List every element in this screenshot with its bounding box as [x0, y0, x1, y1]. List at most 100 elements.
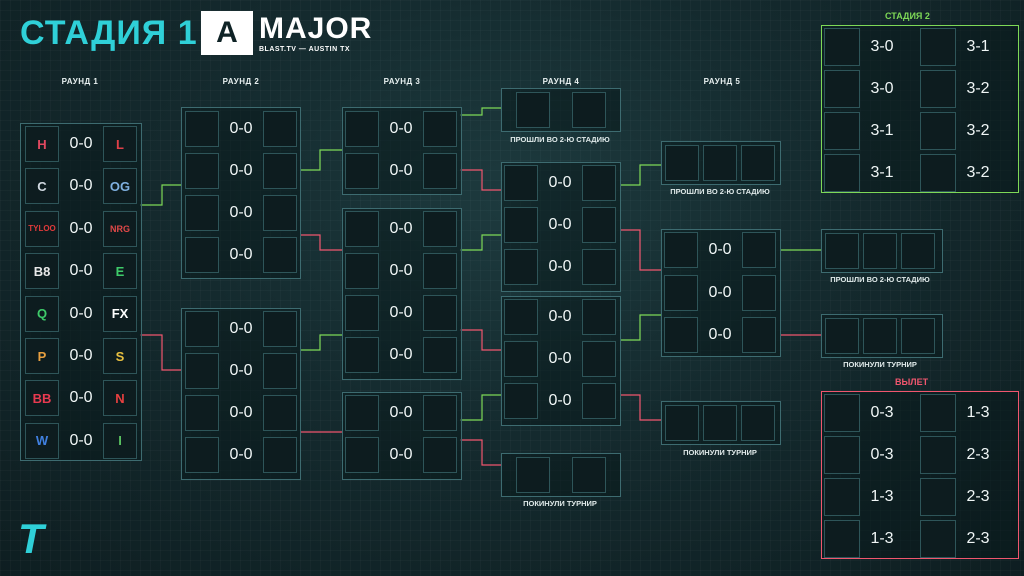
team-slot	[920, 154, 956, 192]
match-score: 0-0	[548, 350, 572, 367]
team-logo-icon: NRG	[110, 223, 130, 234]
stage-2-title: СТАДИЯ 2	[885, 11, 930, 21]
team-slot	[263, 111, 297, 147]
eliminated-team-slot	[516, 457, 550, 493]
team-logo-icon: Q	[36, 306, 48, 322]
page-title: СТАДИЯ 1	[20, 14, 198, 52]
round-4-match[interactable]: 0-0	[504, 249, 616, 285]
team-slot	[345, 437, 379, 473]
team-slot: TYLOO	[25, 210, 59, 247]
record-score: 3-0	[870, 38, 894, 55]
round-3-match[interactable]: 0-0	[345, 395, 457, 431]
round-2-match[interactable]: 0-0	[185, 195, 297, 231]
match-score: 0-0	[229, 162, 253, 179]
stage-2-cell: 3-1	[920, 28, 1000, 66]
connector-win	[140, 184, 182, 206]
round-4-match[interactable]: 0-0	[504, 341, 616, 377]
round-2-match[interactable]: 0-0	[185, 311, 297, 347]
round-2-match[interactable]: 0-0	[185, 353, 297, 389]
team-slot: OG	[103, 168, 137, 205]
team-slot	[582, 207, 616, 243]
round-1-match[interactable]: TYLOO 0-0 NRG	[25, 210, 137, 247]
round-4-match[interactable]: 0-0	[504, 299, 616, 335]
team-slot	[742, 275, 776, 311]
round-4-match[interactable]: 0-0	[504, 383, 616, 419]
team-slot: L	[103, 126, 137, 162]
round-2-match[interactable]: 0-0	[185, 395, 297, 431]
team-slot	[263, 437, 297, 473]
team-slot: S	[103, 338, 137, 374]
team-slot	[582, 299, 616, 335]
team-slot	[504, 165, 538, 201]
record-score: 3-2	[966, 80, 990, 97]
team-logo-icon: L	[116, 136, 124, 152]
eliminated-team-slot	[901, 318, 935, 354]
team-slot	[582, 249, 616, 285]
team-slot	[423, 211, 457, 247]
match-score: 0-0	[229, 362, 253, 379]
round-3-match[interactable]: 0-0	[345, 153, 457, 189]
record-score: 3-1	[870, 122, 894, 139]
team-slot: H	[25, 126, 59, 162]
eliminated-cell: 2-3	[920, 478, 1000, 516]
round-3-match[interactable]: 0-0	[345, 337, 457, 373]
advanced-team-slot	[901, 233, 935, 269]
team-logo-icon: W	[35, 433, 49, 449]
team-slot	[423, 395, 457, 431]
advanced-team-slot	[741, 145, 775, 181]
round-3-match[interactable]: 0-0	[345, 253, 457, 289]
round-4-match[interactable]: 0-0	[504, 165, 616, 201]
team-slot	[185, 237, 219, 273]
advanced-team-slot	[863, 233, 897, 269]
match-score: 0-0	[69, 347, 93, 364]
match-score: 0-0	[229, 446, 253, 463]
eliminated-team-slot	[665, 405, 699, 441]
round-2-match[interactable]: 0-0	[185, 237, 297, 273]
stage-2-cell: 3-2	[920, 70, 1000, 108]
record-score: 3-2	[966, 122, 990, 139]
round-4-match[interactable]: 0-0	[504, 207, 616, 243]
team-slot	[263, 237, 297, 273]
team-slot	[263, 195, 297, 231]
stage-2-cell: 3-1	[824, 112, 904, 150]
record-score: 1-3	[870, 530, 894, 547]
round-5-match[interactable]: 0-0	[664, 317, 776, 353]
eliminated-cell: 2-3	[920, 520, 1000, 558]
advanced-team-slot	[572, 92, 606, 128]
round-3-match[interactable]: 0-0	[345, 437, 457, 473]
round-2-match[interactable]: 0-0	[185, 153, 297, 189]
eliminated-cell: 0-3	[824, 436, 904, 474]
record-score: 0-3	[870, 404, 894, 421]
connector-loss	[460, 329, 502, 351]
round-1-label: РАУНД 1	[61, 77, 99, 86]
match-score: 0-0	[389, 220, 413, 237]
round-3-match[interactable]: 0-0	[345, 211, 457, 247]
round-3-match[interactable]: 0-0	[345, 111, 457, 147]
team-slot	[345, 211, 379, 247]
team-slot	[185, 195, 219, 231]
round-5-match[interactable]: 0-0	[664, 232, 776, 268]
match-score: 0-0	[69, 219, 93, 237]
round-3-match[interactable]: 0-0	[345, 295, 457, 331]
team-slot	[742, 232, 776, 268]
round-2-match[interactable]: 0-0	[185, 437, 297, 473]
team-slot	[504, 341, 538, 377]
round-5-match[interactable]: 0-0	[664, 275, 776, 311]
round-2-match[interactable]: 0-0	[185, 111, 297, 147]
team-slot	[742, 317, 776, 353]
team-slot	[582, 165, 616, 201]
team-slot: NRG	[103, 210, 137, 247]
team-slot	[824, 154, 860, 192]
round-2-label: РАУНД 2	[222, 77, 260, 86]
advanced-team-slot	[516, 92, 550, 128]
match-score: 0-0	[708, 326, 732, 343]
major-logo: A MAJOR BLAST.TV — AUSTIN TX	[201, 11, 372, 55]
record-score: 3-1	[966, 38, 990, 55]
